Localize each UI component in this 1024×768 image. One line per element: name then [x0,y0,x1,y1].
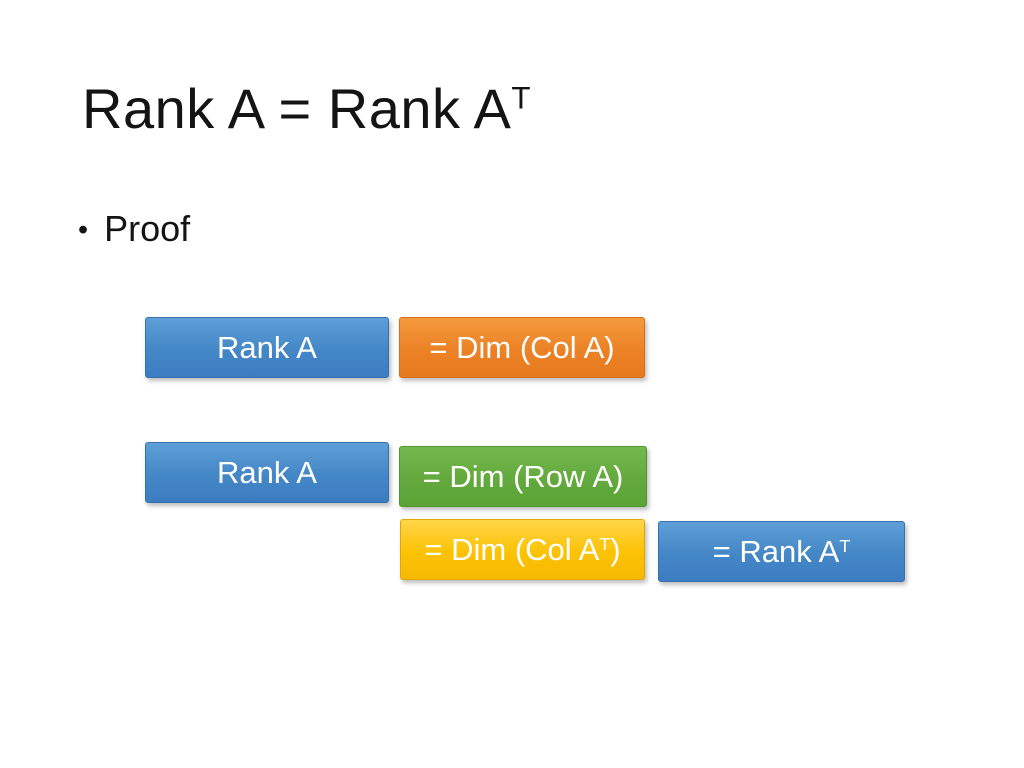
proof-bullet: • Proof [78,208,190,250]
rank-at-box: = Rank AT [658,521,905,582]
box-text-suffix: ) [610,531,621,567]
box-text: = Rank A [712,533,840,569]
dim-col-a-box: = Dim (Col A) [399,317,645,378]
bullet-marker: • [78,214,89,246]
slide-title-superscript: T [511,80,531,116]
box-label: Rank A [217,330,317,366]
dim-col-at-box: = Dim (Col AT) [400,519,645,580]
box-label: = Rank AT [713,534,851,570]
box-text: = Dim (Col A) [429,329,615,365]
rank-a-box-2: Rank A [145,442,389,503]
box-label: = Dim (Col A) [429,330,614,366]
box-text: = Dim (Row A) [422,458,624,494]
box-superscript: T [599,533,611,554]
dim-row-a-box: = Dim (Row A) [399,446,647,507]
box-text: Rank A [217,329,317,365]
rank-a-box-1: Rank A [145,317,389,378]
box-text: Rank A [217,454,317,490]
slide-title: Rank A = Rank AT [82,76,531,141]
box-superscript: T [839,535,851,556]
box-label: = Dim (Row A) [423,459,624,495]
box-label: = Dim (Col AT) [424,532,620,568]
box-text: = Dim (Col A [424,531,600,567]
box-label: Rank A [217,455,317,491]
proof-label: Proof [104,208,191,249]
slide-title-text: Rank A = Rank A [82,77,512,140]
